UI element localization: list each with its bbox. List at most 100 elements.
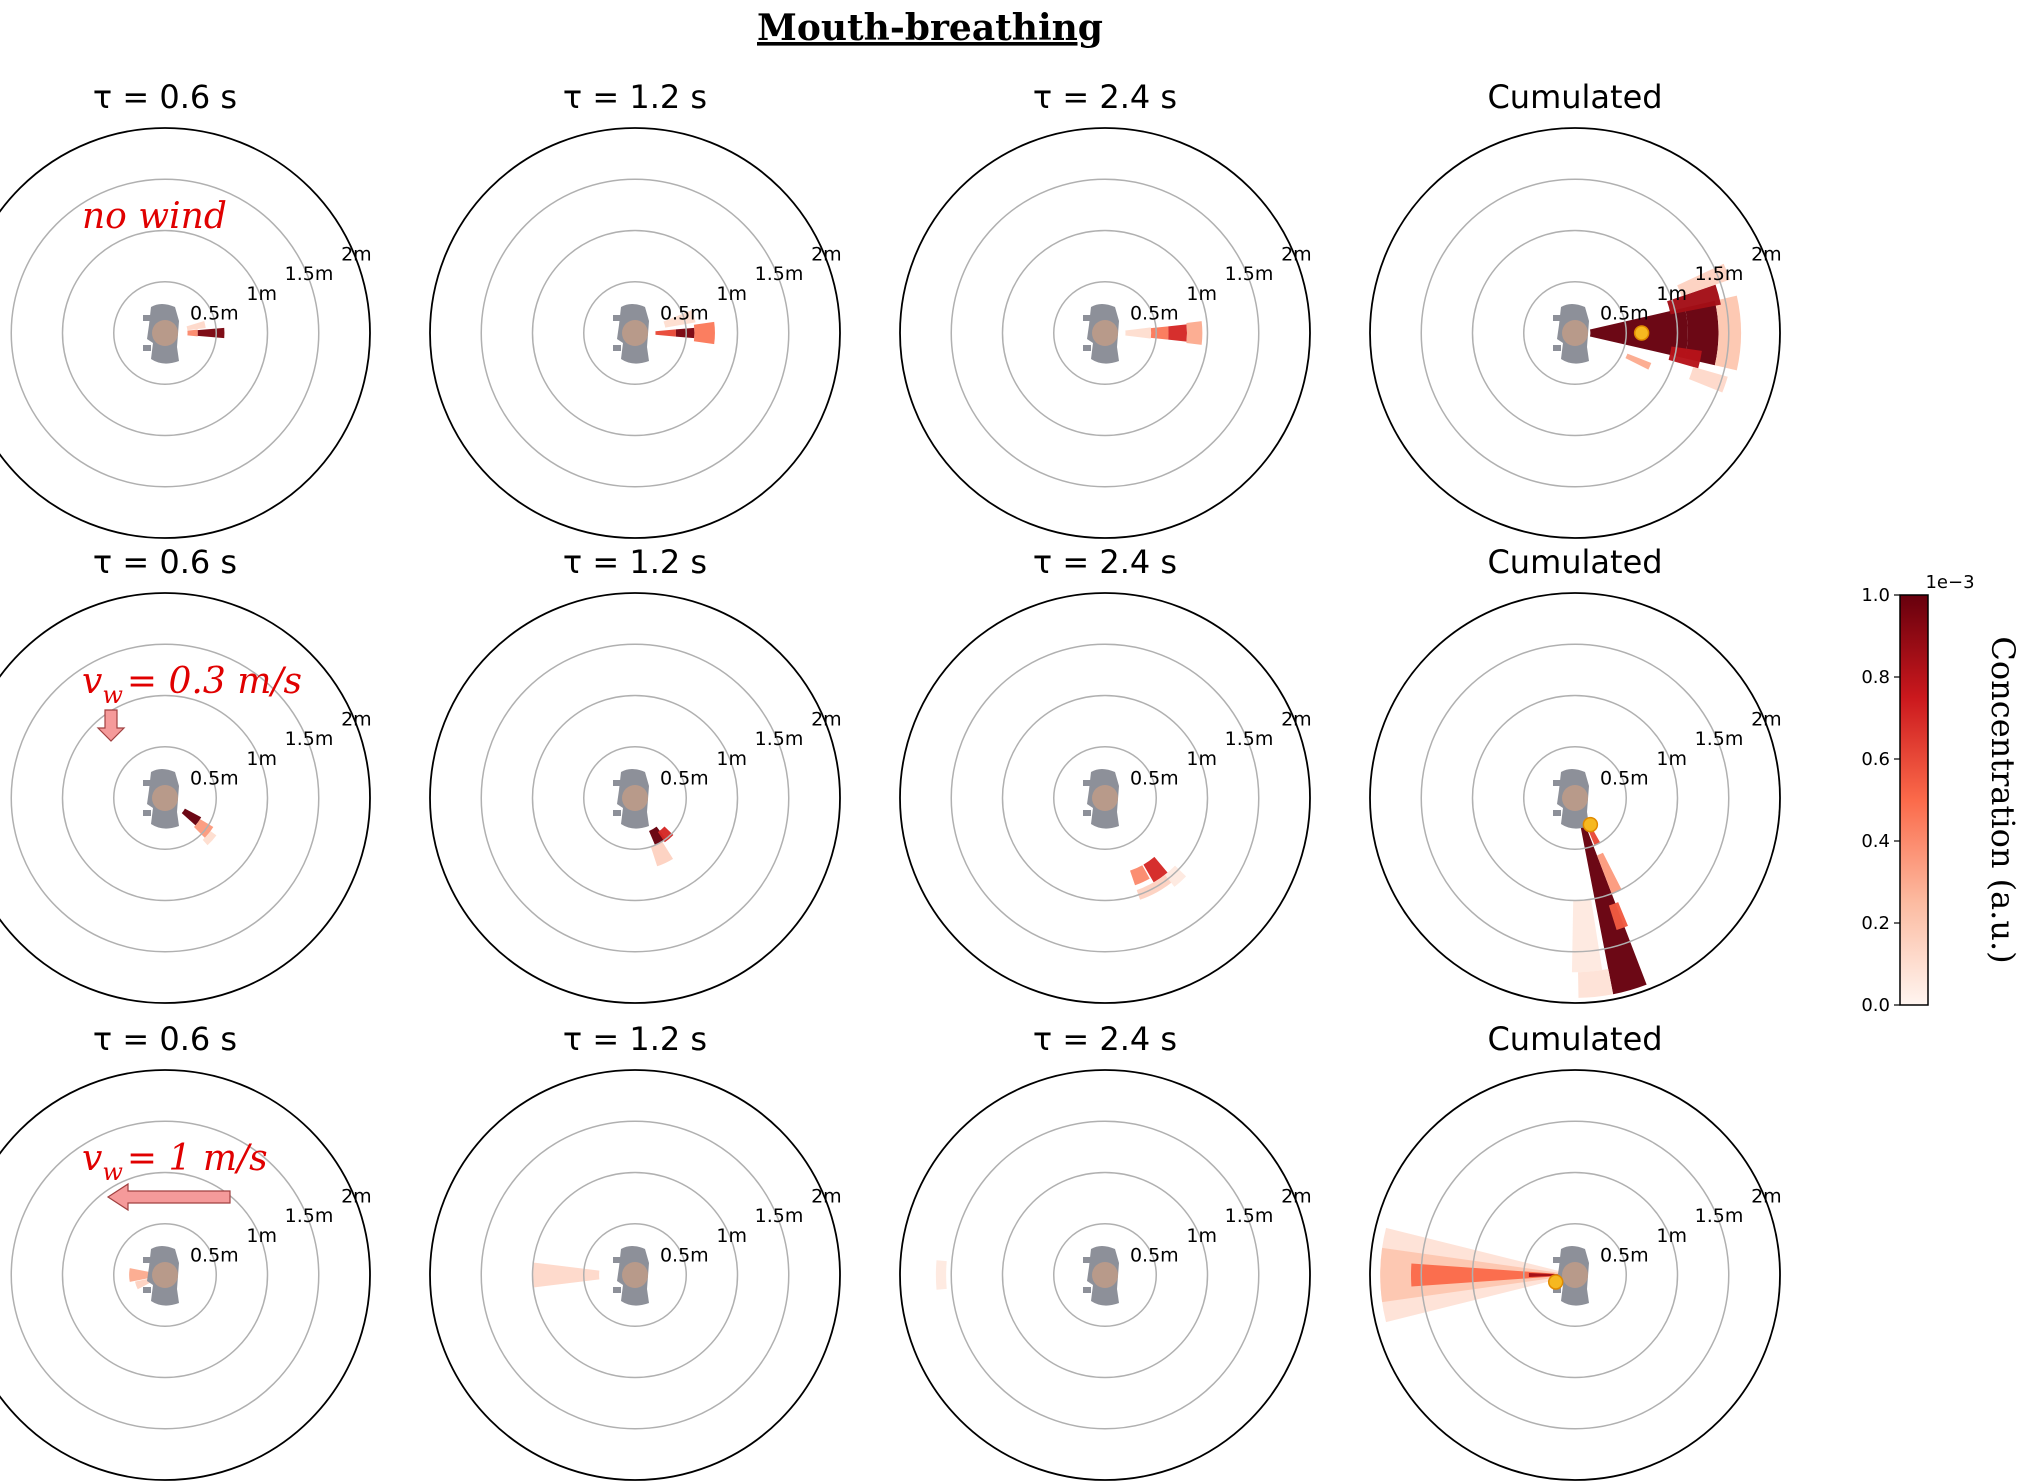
radial-tick-label: 1.5m bbox=[285, 1205, 334, 1227]
colorbar-tick-label: 0.6 bbox=[1861, 749, 1890, 770]
polar-grid-ring bbox=[113, 746, 217, 850]
concentration-cell bbox=[1528, 1272, 1570, 1278]
centroid-marker bbox=[1633, 325, 1650, 341]
polar-grid-ring bbox=[950, 643, 1260, 953]
colorbar-ticks: 0.00.20.40.60.81.0 bbox=[1861, 585, 1900, 1016]
polar-outer-ring bbox=[0, 592, 371, 1004]
concentration-cell bbox=[1150, 326, 1169, 340]
polar-grid-ring bbox=[583, 281, 687, 385]
radial-tick-label: 1m bbox=[1656, 1225, 1687, 1247]
person-icon bbox=[143, 1246, 179, 1306]
polar-grid-ring bbox=[61, 229, 269, 437]
person-icon bbox=[1083, 769, 1119, 829]
radial-tick-label: 2m bbox=[811, 709, 842, 731]
person-icon bbox=[613, 769, 649, 829]
radial-tick-label: 2m bbox=[1751, 709, 1782, 731]
polar-grid-ring bbox=[1420, 1120, 1730, 1430]
concentration-cell bbox=[186, 321, 206, 331]
person-icon bbox=[613, 1246, 649, 1306]
concentration-cell bbox=[1608, 902, 1628, 930]
concentration-cell bbox=[1684, 300, 1719, 366]
colorbar-gradient bbox=[1899, 594, 1929, 1006]
concentration-cell bbox=[1143, 856, 1168, 883]
polar-grid-ring bbox=[583, 1223, 687, 1327]
polar-grid-ring bbox=[10, 1120, 320, 1430]
radial-tick-label: 1.5m bbox=[1225, 728, 1274, 750]
concentration-cell bbox=[202, 831, 217, 846]
polar-grid-ring bbox=[1420, 178, 1730, 488]
radial-tick-label: 1m bbox=[716, 1225, 747, 1247]
wind-annotation-row1: no wind bbox=[82, 196, 227, 237]
wind-annotation-row3: vw= 1 m/s bbox=[82, 1138, 268, 1212]
polar-grid-ring bbox=[1523, 746, 1627, 850]
concentration-cell bbox=[657, 826, 674, 843]
radial-tick-label: 0.5m bbox=[1600, 1244, 1649, 1266]
radial-tick-label: 1.5m bbox=[285, 728, 334, 750]
polar-grid-ring bbox=[1471, 694, 1679, 902]
colorbar-tick-label: 0.0 bbox=[1861, 995, 1890, 1016]
concentration-cell bbox=[1168, 324, 1187, 342]
polar-grid-ring bbox=[1001, 229, 1209, 437]
person-icon bbox=[1083, 1246, 1119, 1306]
polar-grid-ring bbox=[950, 1120, 1260, 1430]
colorbar-tick-label: 1.0 bbox=[1861, 585, 1890, 606]
concentration-cell bbox=[1714, 295, 1742, 371]
concentration-cell bbox=[181, 808, 202, 826]
polar-outer-ring bbox=[1369, 127, 1781, 539]
concentration-cell bbox=[129, 1268, 160, 1282]
radial-tick-label: 2m bbox=[811, 1186, 842, 1208]
figure-title: Mouth-breathing bbox=[757, 7, 1103, 49]
panel-title: τ = 2.4 s bbox=[1033, 1020, 1177, 1058]
radial-tick-label: 2m bbox=[811, 244, 842, 266]
concentration-cell bbox=[1130, 865, 1150, 886]
polar-grid-ring bbox=[1001, 694, 1209, 902]
concentration-cell bbox=[675, 327, 695, 339]
concentration-cell bbox=[1625, 353, 1652, 370]
panel-title: τ = 2.4 s bbox=[1033, 543, 1177, 581]
polar-outer-ring bbox=[899, 127, 1311, 539]
polar-outer-ring bbox=[899, 1069, 1311, 1481]
polar-outer-ring bbox=[429, 127, 841, 539]
radial-tick-label: 1m bbox=[246, 283, 277, 305]
radial-tick-label: 1m bbox=[1656, 748, 1687, 770]
concentration-cell bbox=[1597, 852, 1622, 894]
concentration-cell bbox=[1578, 969, 1614, 998]
polar-grid-ring bbox=[10, 178, 320, 488]
polar-grid-ring bbox=[531, 694, 739, 902]
radial-tick-label: 1m bbox=[1186, 1225, 1217, 1247]
concentration-cell bbox=[1571, 899, 1603, 973]
radial-tick-label: 1.5m bbox=[1695, 1205, 1744, 1227]
centroid-marker bbox=[1582, 816, 1599, 833]
concentration-cell bbox=[193, 819, 214, 838]
polar-grid-ring bbox=[113, 281, 217, 385]
concentration-cell bbox=[1136, 873, 1173, 900]
radial-tick-label: 2m bbox=[1281, 1186, 1312, 1208]
polar-outer-ring bbox=[429, 592, 841, 1004]
colorbar-multiplier: 1e−3 bbox=[1925, 572, 1974, 593]
radial-tick-label: 2m bbox=[341, 1186, 372, 1208]
radial-tick-label: 0.5m bbox=[1130, 1244, 1179, 1266]
polar-grid-ring bbox=[480, 178, 790, 488]
wind-label: no wind bbox=[82, 196, 227, 237]
radial-tick-label: 1m bbox=[1186, 748, 1217, 770]
panel-title: Cumulated bbox=[1487, 543, 1662, 581]
concentration-cell bbox=[1576, 807, 1647, 995]
concentration-cell bbox=[1125, 327, 1152, 339]
concentration-cell bbox=[1668, 346, 1702, 369]
colorbar-tick-label: 0.4 bbox=[1861, 831, 1890, 852]
polar-outer-ring bbox=[0, 1069, 371, 1481]
panel-title: τ = 2.4 s bbox=[1033, 78, 1177, 116]
person-icon bbox=[1553, 769, 1589, 829]
radial-tick-label: 2m bbox=[1281, 709, 1312, 731]
polar-panel-r2-c3: τ = 2.4 s 0.5m 1m 1.5m 2m bbox=[899, 543, 1312, 1004]
radial-tick-label: 1m bbox=[246, 748, 277, 770]
polar-grid-ring bbox=[480, 1120, 790, 1430]
radial-tick-label: 0.5m bbox=[1130, 767, 1179, 789]
